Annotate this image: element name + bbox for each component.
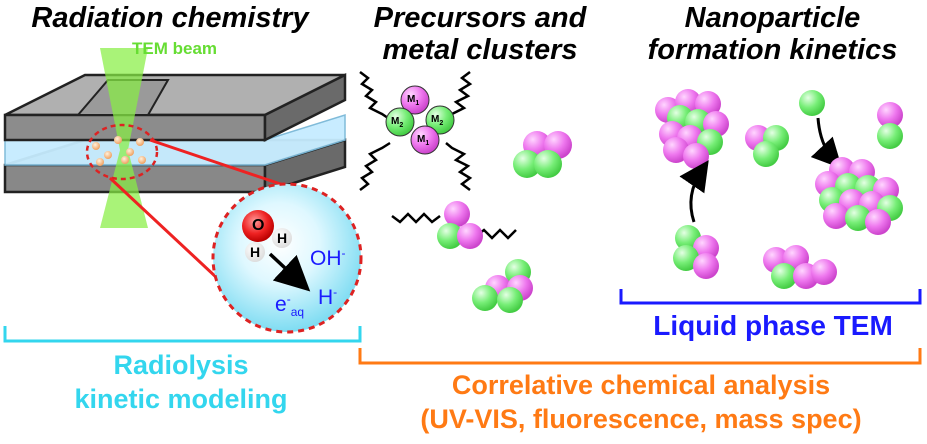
cluster-e <box>799 90 825 116</box>
metal-label-m1-top: M1 <box>407 94 420 107</box>
oxygen-label: O <box>252 217 265 234</box>
metal-label-m2-right: M2 <box>431 114 444 127</box>
cluster-h <box>763 245 837 289</box>
tem-beam-lower <box>100 150 148 228</box>
hydrogen-label-2: H <box>250 244 261 260</box>
cluster-f <box>877 102 903 149</box>
correlative-label-2: (UV-VIS, fluorescence, mass spec) <box>420 404 862 434</box>
header-nanoparticle-2: formation kinetics <box>647 34 898 66</box>
zoom-line-left <box>108 176 234 294</box>
cluster-a <box>513 131 572 178</box>
hydrogen-atom-2 <box>245 242 265 262</box>
hydrogen-label-1: H <box>277 230 288 246</box>
metal-label-m1-bottom: M1 <box>417 134 430 147</box>
correlative-label-1: Correlative chemical analysis <box>451 370 831 400</box>
metal-label-m2-left: M2 <box>391 116 404 129</box>
hydroxyl-label: OH- <box>310 246 346 270</box>
bracket-liquid-tem <box>619 289 922 305</box>
bracket-correlative <box>358 348 922 365</box>
hydrogen-atom-1 <box>272 228 292 248</box>
arrow-grow <box>679 160 709 223</box>
cluster-d <box>745 125 789 167</box>
ligand-chains <box>359 71 473 191</box>
top-chip-front <box>3 113 267 142</box>
cluster-g <box>673 225 719 279</box>
top-chip-side <box>263 72 347 143</box>
metal-complex <box>385 85 455 155</box>
header-radiation: Radiation chemistry <box>31 2 309 34</box>
cluster-c <box>472 259 533 313</box>
radiolysis-label-1: Radiolysis <box>113 350 249 380</box>
electron-label: e-aq <box>275 292 305 320</box>
tem-beam-label: TEM beam <box>132 39 218 58</box>
radiolysis-arrow <box>268 252 311 292</box>
tem-beam <box>100 48 148 150</box>
nanoparticle-large <box>655 89 729 169</box>
oxygen-atom <box>242 210 274 242</box>
liquid-cell <box>3 72 347 194</box>
focus-ellipse <box>85 123 159 181</box>
header-nanoparticle-1: Nanoparticle <box>684 2 861 34</box>
bracket-radiolysis <box>3 326 362 343</box>
radiolysis-label-2: kinetic modeling <box>74 384 288 414</box>
hydrogen-radical-label: H- <box>318 285 338 309</box>
header-precursors-2: metal clusters <box>382 34 578 66</box>
sample-dots <box>92 136 146 166</box>
header-precursors-1: Precursors and <box>373 2 587 34</box>
cluster-b <box>391 201 517 249</box>
liquid-tem-label: Liquid phase TEM <box>653 310 893 341</box>
nanoparticle-growing <box>815 157 903 235</box>
arrow-attach <box>810 117 843 169</box>
